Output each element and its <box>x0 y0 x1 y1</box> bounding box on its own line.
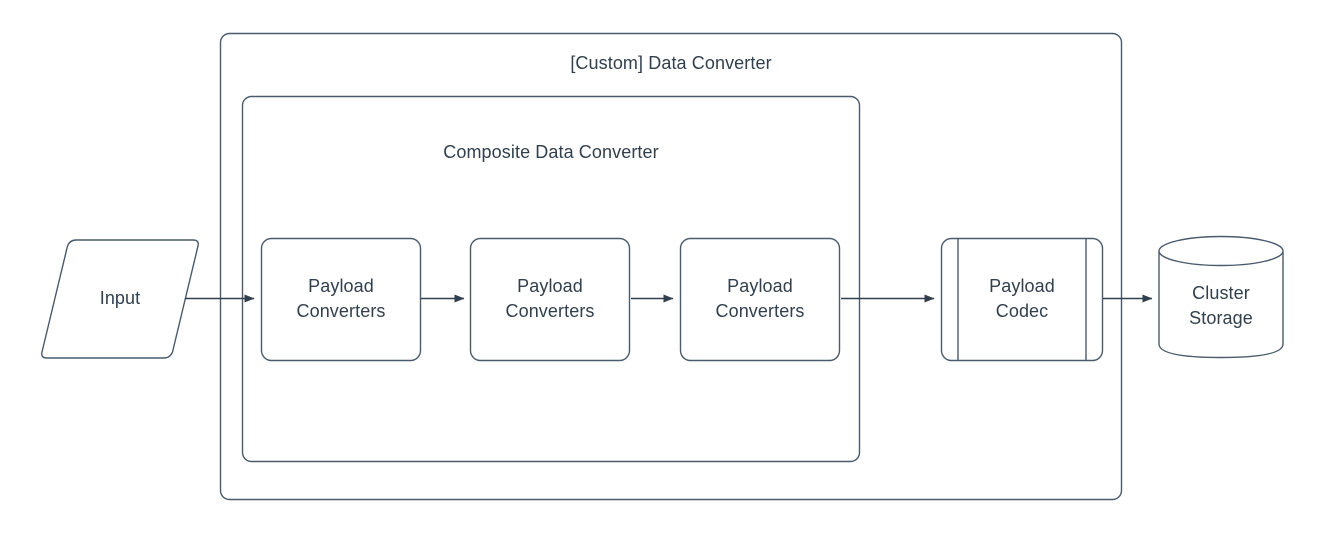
container-custom-data-converter-label: [Custom] Data Converter <box>570 53 772 73</box>
node-payload-converters-3-shape[interactable] <box>679 237 841 362</box>
node-payload-converters-3-label: Payload Converters <box>715 276 805 321</box>
node-input-label: Input <box>99 288 141 308</box>
node-payload-converters-1-shape[interactable] <box>260 237 422 362</box>
container-composite-data-converter-label: Composite Data Converter <box>443 142 659 162</box>
node-payload-converters-1-label: Payload Converters <box>296 276 386 321</box>
node-cluster-storage-shape[interactable] <box>1158 235 1284 359</box>
node-payload-converters-2-label: Payload Converters <box>505 276 595 321</box>
node-payload-codec-label: Payload Codec <box>989 276 1055 321</box>
node-input-shape[interactable] <box>41 239 199 359</box>
node-payload-codec-shape[interactable] <box>940 237 1104 362</box>
node-payload-converters-2-shape[interactable] <box>469 237 631 362</box>
node-cluster-storage-label: Cluster Storage <box>1189 283 1253 328</box>
